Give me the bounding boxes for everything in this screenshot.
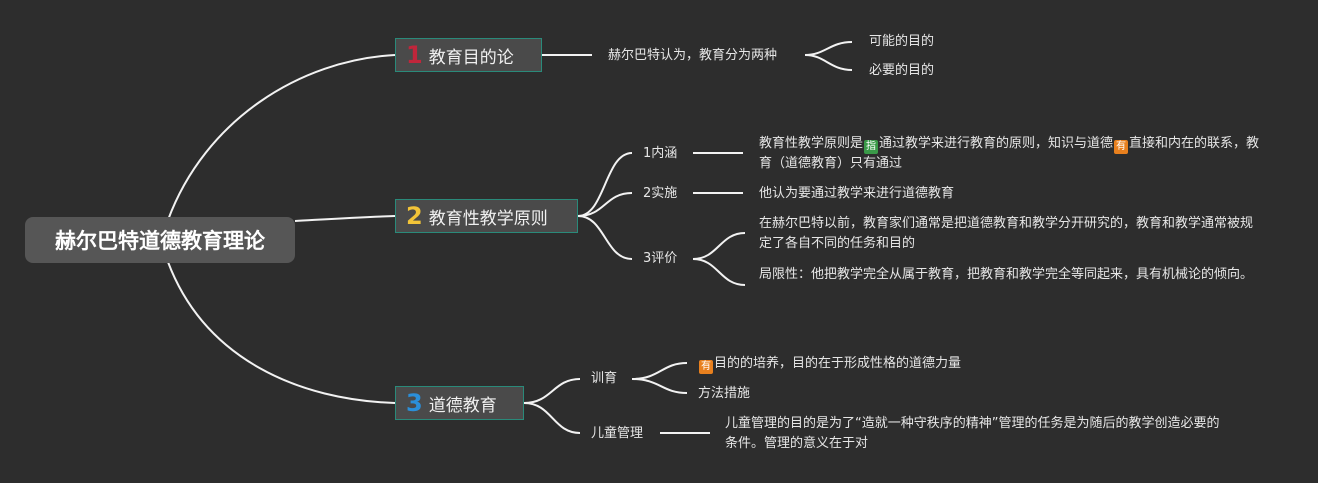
topic-child-management[interactable]: 儿童管理 <box>591 426 644 441</box>
topic-connotation[interactable]: 1内涵 <box>643 146 678 161</box>
badge-zhi-icon: 指 <box>864 140 879 154</box>
edge-root-b2 <box>294 215 396 222</box>
topic-evaluation[interactable]: 3评价 <box>643 251 678 266</box>
branch-education-goal[interactable]: 1 教育目的论 <box>395 38 542 72</box>
note-text: 目的的培养，目的在于形成性格的道德力量 <box>714 356 962 371</box>
edge-b1-leaf2 <box>804 54 853 71</box>
edge-xunyu-2 <box>631 378 688 394</box>
edge-b2-c2 <box>577 192 633 217</box>
branch-label: 教育目的论 <box>428 47 514 68</box>
topic-necessary-goal[interactable]: 必要的目的 <box>869 63 935 78</box>
branch-label: 道德教育 <box>428 395 497 416</box>
number-1-icon: 1 <box>406 41 423 69</box>
topic-implementation[interactable]: 2实施 <box>643 186 678 201</box>
note-text: 通过教学来进行教育的原则，知识与道德 <box>879 136 1114 151</box>
note-child-management[interactable]: 儿童管理的目的是为了“造就一种守秩序的精神”管理的任务是为随后的教学创造必要的条… <box>725 416 1220 451</box>
edge-pingjia-1 <box>692 232 746 260</box>
branch-educative-teaching[interactable]: 2 教育性教学原则 <box>395 199 578 233</box>
edge-root-b3 <box>167 261 396 404</box>
edge-b3-c1 <box>523 378 581 404</box>
note-text: 教育性教学原则是 <box>759 136 864 151</box>
badge-you-icon: 有 <box>1114 140 1129 154</box>
topic-training[interactable]: 训育 <box>591 371 618 386</box>
note-connotation[interactable]: 教育性教学原则是指通过教学来进行教育的原则，知识与道德有直接和内在的联系，教育（… <box>759 134 1264 174</box>
edge-b1-leaf1 <box>804 41 853 56</box>
badge-you-icon: 有 <box>699 360 713 374</box>
topic-possible-goal[interactable]: 可能的目的 <box>869 34 935 49</box>
number-3-icon: 3 <box>406 389 423 417</box>
edge-b2-c1 <box>577 152 633 217</box>
note-evaluation-history[interactable]: 在赫尔巴特以前，教育家们通常是把道德教育和教学分开研究的，教育和教学通常被规定了… <box>759 216 1254 251</box>
branch-moral-education[interactable]: 3 道德教育 <box>395 386 524 420</box>
note-evaluation-limitation[interactable]: 局限性：他把教学完全从属于教育，把教育和教学完全等同起来，具有机械论的倾向。 <box>759 267 1254 282</box>
branch-label: 教育性教学原则 <box>428 208 548 229</box>
topic-two-kinds[interactable]: 赫尔巴特认为，教育分为两种 <box>608 48 778 63</box>
note-implementation[interactable]: 他认为要通过教学来进行道德教育 <box>759 186 955 201</box>
root-topic[interactable]: 赫尔巴特道德教育理论 <box>25 217 295 263</box>
edge-pingjia-2 <box>692 258 746 286</box>
edge-xunyu-1 <box>631 362 688 380</box>
note-text: 直接和内在的联系，教育（道德教育）只有通过 <box>759 136 1260 171</box>
note-training-goal[interactable]: 有目的的培养，目的在于形成性格的道德力量 <box>698 354 961 374</box>
number-2-icon: 2 <box>406 202 423 230</box>
edge-b3-c2 <box>523 402 581 434</box>
note-training-method[interactable]: 方法措施 <box>698 386 751 401</box>
edge-b2-c3 <box>577 215 633 260</box>
edge-root-b1 <box>167 54 396 221</box>
